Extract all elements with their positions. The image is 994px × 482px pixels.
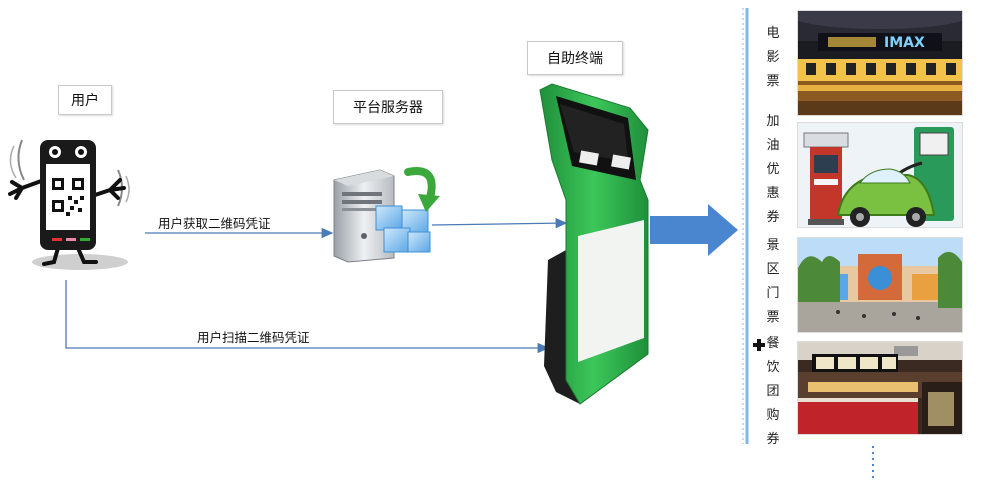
service-label-dining: 餐饮团购券 (766, 336, 780, 447)
photo-movie-theater: IMAX (797, 10, 963, 116)
arrow-server-to-terminal (431, 217, 568, 229)
server-icon (333, 167, 440, 263)
terminal-label: 自助终端 (527, 41, 623, 75)
photo-restaurant (797, 341, 963, 435)
photo-gas-station (797, 122, 963, 228)
kiosk-icon (539, 83, 649, 405)
edge-label-scan-qr: 用户扫描二维码凭证 (197, 330, 310, 345)
user-label: 用户 (58, 85, 112, 115)
photo-scenic-area (797, 237, 963, 333)
service-label-fuel: 加油优惠券 (766, 114, 780, 225)
svg-text:IMAX: IMAX (884, 35, 925, 51)
edge-label-get-qr: 用户获取二维码凭证 (158, 216, 271, 231)
server-label: 平台服务器 (333, 90, 443, 124)
phone-character-icon (8, 139, 130, 270)
service-label-scenic: 景区门票 (766, 238, 780, 325)
plus-cursor-icon (753, 339, 765, 351)
arrow-user-to-terminal (65, 280, 550, 354)
service-label-movie: 电影票 (766, 26, 780, 89)
big-blue-arrow (650, 204, 738, 256)
